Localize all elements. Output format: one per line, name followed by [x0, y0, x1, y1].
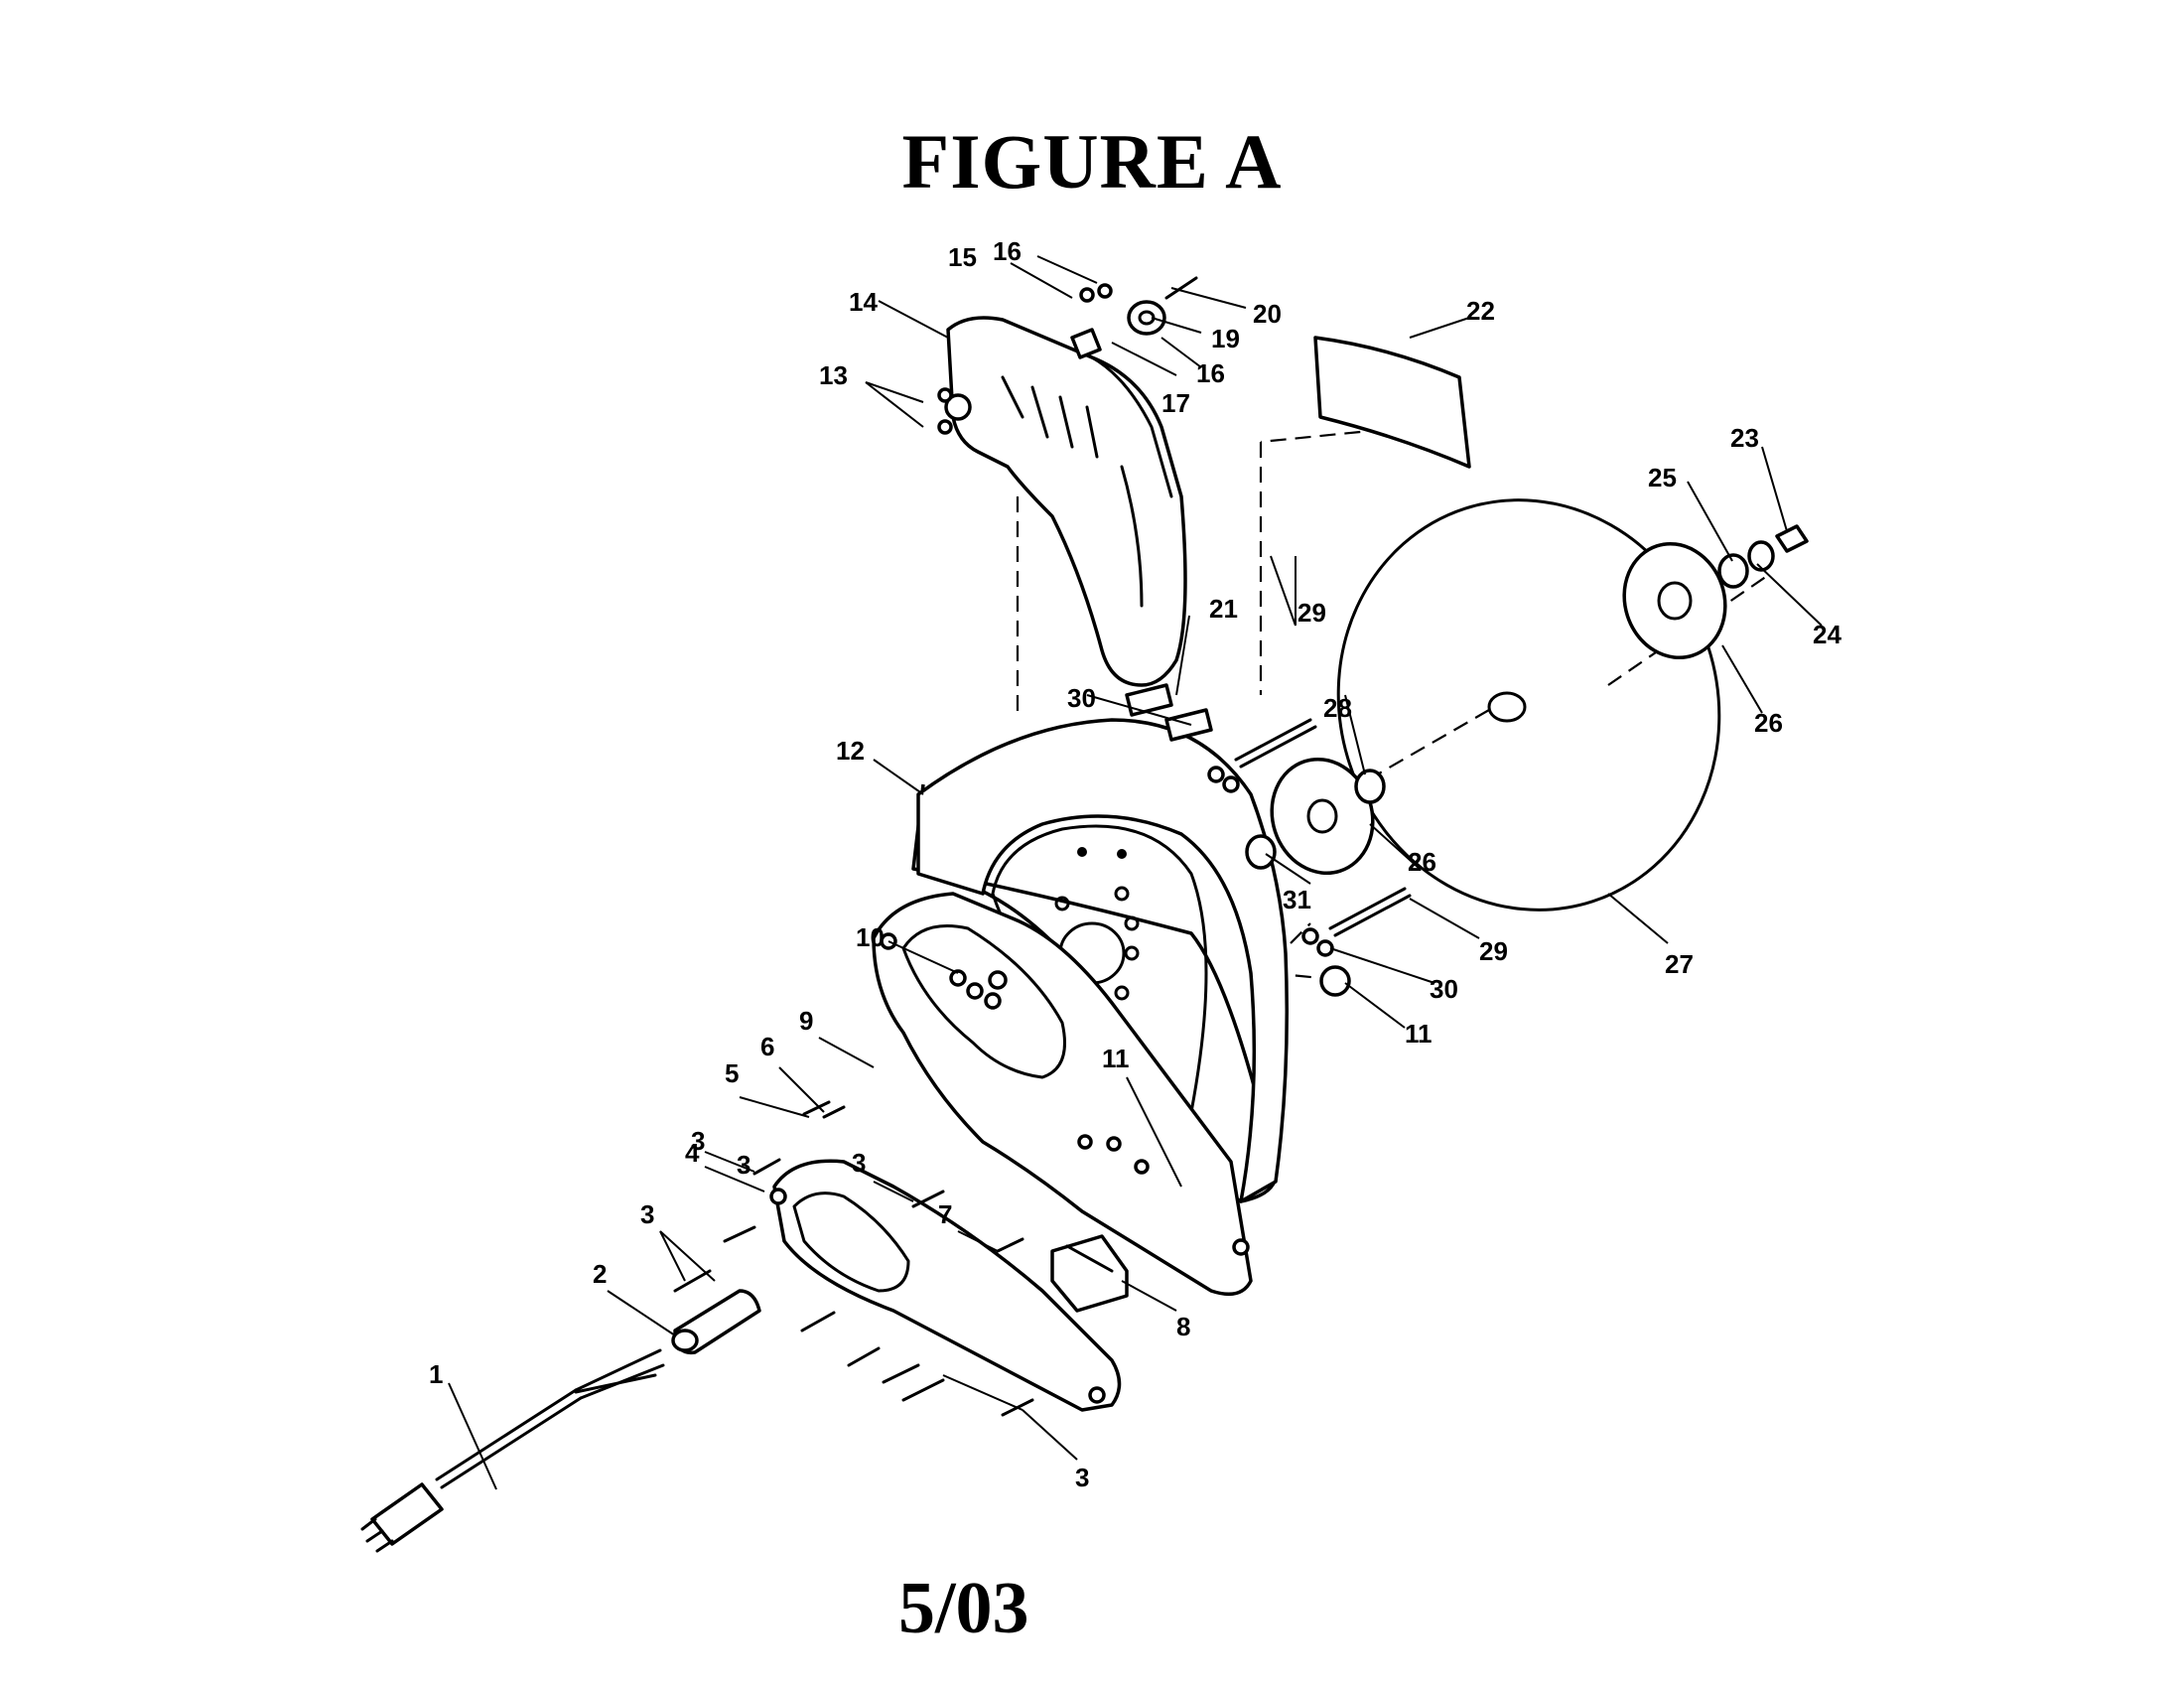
callout-3c: 3 [852, 1148, 866, 1178]
blade-arbor-hole [1487, 691, 1527, 723]
callout-3d: 3 [1075, 1463, 1089, 1492]
callout-12: 12 [836, 736, 865, 766]
handle-grip [671, 1289, 761, 1355]
callout-19: 19 [1211, 324, 1240, 353]
callout-30: 30 [1067, 683, 1096, 713]
callout-21: 21 [1209, 594, 1238, 624]
callout-numbers: 1 2 3 3 3 3 3 4 5 6 7 8 9 10 11 11 12 13… [429, 236, 1842, 1492]
callout-10: 10 [856, 922, 885, 952]
callout-29: 29 [1297, 598, 1326, 628]
callout-26: 26 [1754, 708, 1783, 738]
switch-assembly [1050, 1234, 1129, 1313]
callout-28: 28 [1323, 693, 1352, 723]
callout-30b: 30 [1430, 974, 1458, 1004]
saw-blade [1336, 498, 1721, 912]
callout-22: 22 [1466, 296, 1495, 326]
assembly-guide-lines [1016, 425, 1768, 980]
callout-3b: 3 [691, 1126, 705, 1156]
callout-3: 3 [640, 1199, 654, 1229]
deflector-plate [1313, 336, 1471, 469]
callout-9: 9 [799, 1006, 813, 1036]
callout-2: 2 [593, 1259, 607, 1289]
callout-13: 13 [819, 360, 848, 390]
callout-23: 23 [1730, 423, 1759, 453]
power-cord [360, 1348, 665, 1553]
callout-15: 15 [948, 242, 977, 272]
callout-1: 1 [429, 1359, 443, 1389]
rods-and-nuts [1125, 683, 1412, 957]
screws [673, 969, 1150, 1417]
callout-20: 20 [1253, 299, 1282, 329]
callout-26b: 26 [1408, 847, 1436, 877]
callout-16: 16 [993, 236, 1022, 266]
callout-leaders [448, 255, 1823, 1490]
outer-flange-assembly [1622, 524, 1809, 660]
callout-7: 7 [938, 1199, 952, 1229]
callout-31: 31 [1283, 885, 1311, 914]
callout-5: 5 [725, 1058, 739, 1088]
inner-flange-assembly [1245, 757, 1386, 997]
callout-29b: 29 [1479, 936, 1508, 966]
callout-11b: 11 [1405, 1019, 1433, 1049]
callout-6: 6 [760, 1032, 774, 1061]
callout-17: 17 [1161, 388, 1190, 418]
figure-title: FIGURE A [901, 118, 1283, 205]
callout-14: 14 [849, 287, 878, 317]
callout-25: 25 [1648, 463, 1677, 492]
motor-housing-left [769, 1159, 1122, 1412]
callout-3e: 3 [737, 1150, 751, 1180]
callout-4: 4 [685, 1138, 700, 1168]
callout-11: 11 [1102, 1044, 1130, 1073]
upper-blade-guard [944, 316, 1187, 687]
callout-16b: 16 [1196, 358, 1225, 388]
callout-8: 8 [1176, 1312, 1190, 1341]
revision-date: 5/03 [898, 1568, 1029, 1649]
callout-24: 24 [1813, 620, 1842, 649]
callout-27: 27 [1665, 949, 1694, 979]
